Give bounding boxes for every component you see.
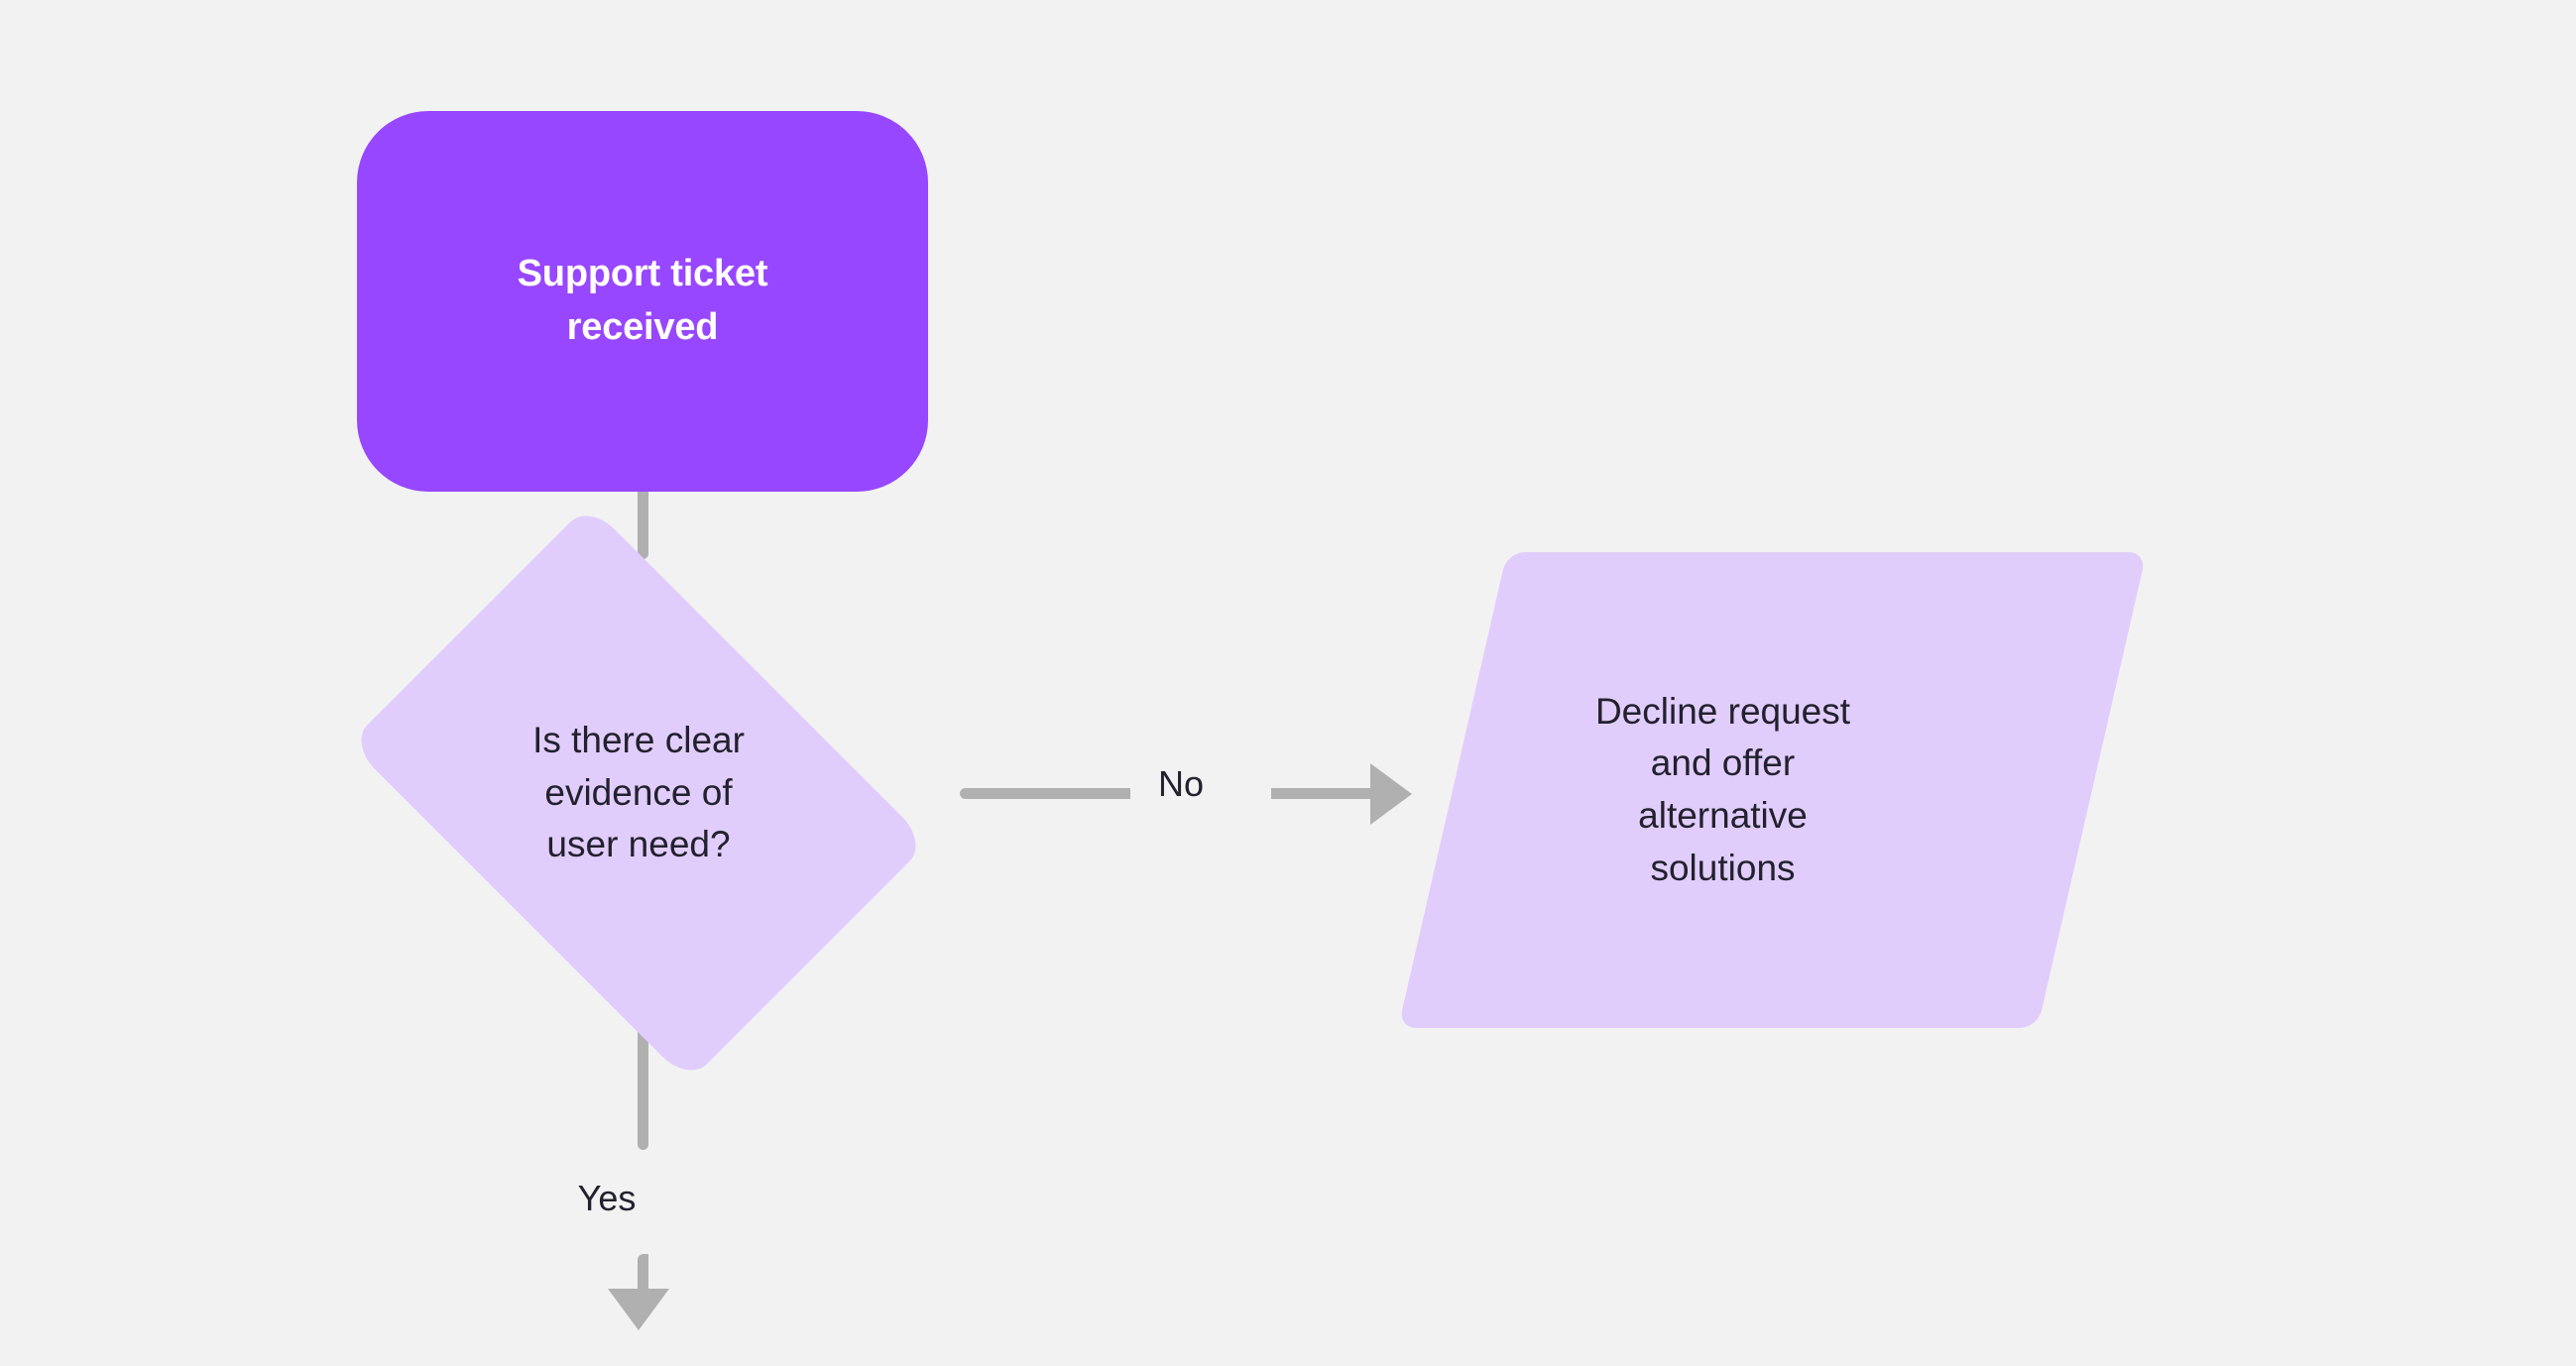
node-evidence-decision[interactable]: Is there clear evidence of user need? <box>319 503 958 1083</box>
connector-decision-yes-segment-2 <box>638 1254 648 1304</box>
arrowhead-down-icon <box>608 1289 669 1330</box>
connector-decision-to-output-segment-1 <box>960 788 1130 799</box>
arrowhead-right-icon <box>1370 763 1412 825</box>
connector-decision-yes-segment-1 <box>638 1027 648 1150</box>
connector-start-to-decision <box>638 488 648 559</box>
node-support-ticket-received[interactable]: Support ticket received <box>357 111 928 492</box>
node-decision-label: Is there clear evidence of user need? <box>532 720 745 865</box>
edge-label-yes: Yes <box>577 1178 637 1218</box>
node-output-label: Decline request and offer alternative so… <box>1594 690 1851 888</box>
node-start-label: Support ticket received <box>517 253 768 348</box>
connector-decision-to-output-segment-2 <box>1271 788 1382 799</box>
node-decline-request[interactable]: Decline request and offer alternative so… <box>1398 552 2147 1028</box>
edge-label-no: No <box>1157 763 1205 804</box>
